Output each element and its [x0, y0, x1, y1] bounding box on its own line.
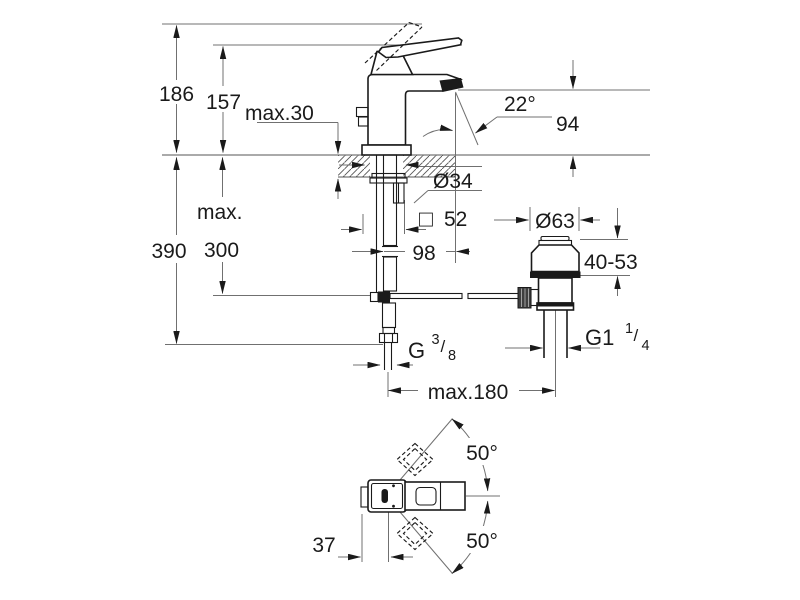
rod-clamp — [378, 291, 390, 303]
countertop-hatch-left — [338, 155, 370, 177]
dim-186-label: 186 — [159, 83, 194, 106]
handle-lever — [377, 37, 463, 59]
dim-dia63-label: Ø63 — [535, 210, 575, 233]
dim-4053-label: 40-53 — [584, 251, 638, 274]
waste-locknut — [536, 302, 575, 311]
rod-knob — [517, 287, 532, 309]
dimension-labels: 186 157 max.30 22° 94 Ø34 □ 52 98 Ø63 ma… — [151, 83, 649, 557]
dia34-leader-diagonal — [413, 190, 429, 204]
pop-up-rod-left — [389, 292, 463, 300]
dim-98-label: 98 — [412, 242, 435, 265]
spout-angle-line — [455, 91, 479, 146]
dim-157-label: 157 — [206, 91, 241, 114]
base-plate — [361, 144, 412, 156]
side-view — [355, 21, 520, 370]
topview-dot-upper — [392, 484, 395, 488]
dim-max300-value: 300 — [204, 239, 239, 262]
drain-assembly — [517, 235, 581, 358]
lever-swivel-phantom — [396, 442, 434, 551]
angle-22-label: 22° — [504, 93, 536, 116]
dim-94-label: 94 — [556, 113, 580, 136]
topview-lever — [404, 481, 466, 511]
thread-g38-label: G 3 / 8 — [408, 332, 456, 364]
topview-body-inner — [370, 482, 404, 510]
aerator — [439, 78, 464, 92]
topview-lever-cutout — [415, 486, 437, 506]
mounting-nut — [369, 177, 408, 184]
topview-cartridge-slot — [381, 489, 388, 503]
handle-open-position — [364, 21, 423, 71]
dim-max180-label: max.180 — [428, 381, 509, 404]
threaded-shank-hose — [382, 154, 398, 247]
g114-base: G1 — [585, 325, 614, 350]
angle-50-top-label: 50° — [466, 442, 498, 465]
label-backgrounds — [141, 80, 519, 553]
g114-numerator: 1 — [625, 321, 633, 337]
dim-max30-label: max.30 — [245, 102, 314, 125]
g38-base: G — [408, 338, 425, 363]
dim-max300-word: max. — [197, 201, 243, 224]
topview-dot-lower — [392, 504, 395, 508]
g38-numerator: 3 — [432, 332, 440, 348]
body-side-detail-lower — [357, 116, 369, 127]
square-symbol: □ — [419, 206, 433, 232]
dim-dia34-label: Ø34 — [433, 170, 473, 193]
g38-denominator: 8 — [448, 348, 456, 364]
dim-37-label: 37 — [312, 534, 335, 557]
g38-nut — [378, 332, 399, 344]
thread-g114-label: G1 1 / 4 — [585, 321, 650, 354]
g114-slash: / — [634, 326, 639, 345]
angle-50-bottom-label: 50° — [466, 530, 498, 553]
supply-hose-mid — [382, 256, 398, 292]
g38-slash: / — [441, 337, 446, 356]
g114-denominator: 4 — [642, 338, 650, 354]
waste-gasket — [530, 271, 581, 278]
angle22-arrow — [475, 116, 498, 134]
dim-390-label: 390 — [151, 240, 186, 263]
countertop-hatch-right — [403, 155, 455, 177]
swivel-line-lower — [399, 511, 453, 574]
dim-sq52-label: 52 — [444, 208, 467, 231]
rod-knob-stem — [530, 288, 540, 307]
swing-arrow — [422, 124, 454, 137]
